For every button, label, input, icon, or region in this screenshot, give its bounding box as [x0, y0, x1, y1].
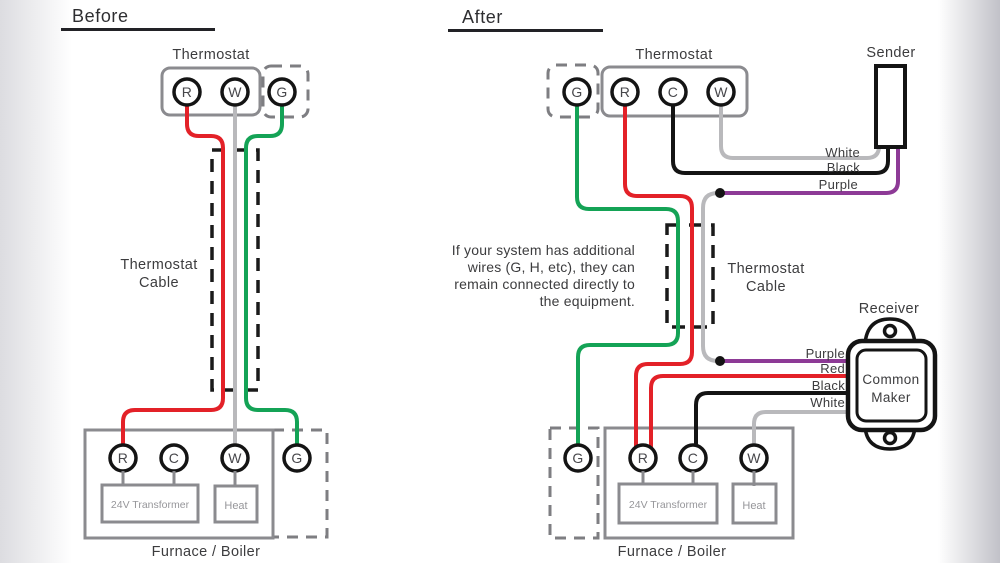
after-red-wire-receiver-to-furnace	[649, 374, 850, 448]
terminal-letter: G	[571, 84, 582, 100]
before-furnace-box	[83, 428, 275, 540]
after-green-wire	[575, 105, 680, 445]
before-thermostat-dashed-box	[261, 64, 310, 119]
before-cable-label-line1: Thermostat	[120, 257, 197, 273]
sender-wire-label-black: Black	[827, 160, 860, 175]
terminal-letter: G	[572, 450, 583, 466]
before-heat-label: Heat	[224, 500, 247, 512]
receiver-wire-label-red: Red	[820, 361, 845, 376]
terminal-letter: R	[118, 450, 128, 466]
receiver-wire-label-purple: Purple	[806, 346, 845, 361]
receiver-label: Receiver	[859, 301, 919, 317]
before-thermostat-box	[160, 66, 262, 117]
after-thermostat-label: Thermostat	[635, 47, 712, 63]
after-cable-label-line1: Thermostat	[727, 261, 804, 277]
before-green-wire	[244, 105, 299, 445]
after-furnace-terminal-r: R	[628, 443, 658, 473]
after-thermostat-dashed-box	[546, 63, 600, 119]
after-white-wire-receiver-to-furnace	[752, 410, 850, 445]
after-thermostat-terminal-r: R	[610, 77, 640, 107]
note-line-1: If your system has additional	[452, 242, 635, 258]
terminal-letter: W	[747, 450, 761, 466]
terminal-letter: G	[276, 84, 287, 100]
after-furnace-dashed-box	[548, 426, 600, 540]
receiver-body-inner	[855, 348, 928, 423]
terminal-letter: W	[228, 450, 242, 466]
before-thermostat-terminal-g: G	[267, 77, 297, 107]
receiver-wire-label-black: Black	[812, 378, 845, 393]
after-diagram: After Thermostat Sender Thermostat Cable…	[448, 7, 938, 560]
after-purple-wire-to-sender	[720, 144, 900, 195]
terminal-letter: R	[182, 84, 192, 100]
after-furnace-terminal-g: G	[563, 443, 593, 473]
after-thermostat-terminal-c: C	[658, 77, 688, 107]
terminal-letter: C	[688, 450, 698, 466]
sender-wire-label-white: White	[825, 145, 860, 160]
after-heat-box	[731, 482, 778, 525]
after-title: After	[462, 7, 503, 27]
sender-wire-label-purple: Purple	[819, 177, 858, 192]
lower-wire-junction-dot	[715, 356, 725, 366]
receiver-device-line1: Common	[862, 372, 919, 387]
terminal-letter: R	[638, 450, 648, 466]
after-furnace-box	[603, 426, 795, 540]
after-cable-label-line2: Cable	[746, 279, 786, 295]
note-line-2: wires (G, H, etc), they can	[467, 259, 635, 275]
after-furnace-terminal-c: C	[678, 443, 708, 473]
terminal-letter: C	[668, 84, 678, 100]
before-red-wire	[121, 105, 225, 445]
after-furnace-label: Furnace / Boiler	[618, 544, 727, 560]
receiver-wire-label-white: White	[810, 395, 845, 410]
before-furnace-terminal-c: C	[159, 443, 189, 473]
after-transformer-label: 24V Transformer	[629, 499, 708, 511]
before-heat-box	[213, 484, 259, 524]
terminal-letter: C	[169, 450, 179, 466]
before-diagram: Before Thermostat Thermostat Cable R W G…	[61, 6, 329, 560]
after-transformer-box	[617, 482, 719, 525]
after-furnace-terminal-w: W	[739, 443, 769, 473]
after-red-wire-thermostat-to-furnace	[623, 105, 694, 448]
before-furnace-terminal-w: W	[220, 443, 250, 473]
after-thermostat-terminal-g: G	[562, 77, 592, 107]
before-thermostat-terminal-w: W	[220, 77, 250, 107]
before-furnace-terminal-g: G	[282, 443, 312, 473]
receiver-top-mount-hole	[882, 323, 898, 339]
additional-wires-note: If your system has additional wires (G, …	[452, 242, 635, 309]
upper-wire-junction-dot	[715, 188, 725, 198]
before-transformer-box	[100, 483, 200, 524]
after-cable-link-wire	[701, 191, 719, 363]
before-thermostat-terminal-r: R	[172, 77, 202, 107]
before-furnace-label: Furnace / Boiler	[152, 544, 261, 560]
sender-label: Sender	[866, 45, 915, 61]
terminal-letter: G	[291, 450, 302, 466]
terminal-letter: R	[620, 84, 630, 100]
before-thermostat-label: Thermostat	[172, 47, 249, 63]
after-black-wire-receiver-to-furnace	[694, 391, 850, 445]
sender-device	[874, 64, 907, 149]
before-furnace-terminal-r: R	[108, 443, 138, 473]
receiver-bottom-mount-hole	[882, 430, 898, 446]
terminal-letter: W	[228, 84, 242, 100]
before-cable-label-line2: Cable	[139, 275, 179, 291]
note-line-3: remain connected directly to	[454, 276, 635, 292]
receiver-device-line2: Maker	[871, 390, 911, 405]
after-heat-label: Heat	[742, 500, 765, 512]
before-transformer-label: 24V Transformer	[111, 499, 190, 511]
terminal-letter: W	[714, 84, 728, 100]
after-thermostat-terminal-w: W	[706, 77, 736, 107]
after-black-wire-to-sender	[671, 105, 890, 175]
before-title: Before	[72, 6, 129, 26]
note-line-4: the equipment.	[540, 293, 635, 309]
after-white-wire-to-sender	[719, 105, 881, 160]
receiver-device: Common Maker	[845, 317, 938, 451]
